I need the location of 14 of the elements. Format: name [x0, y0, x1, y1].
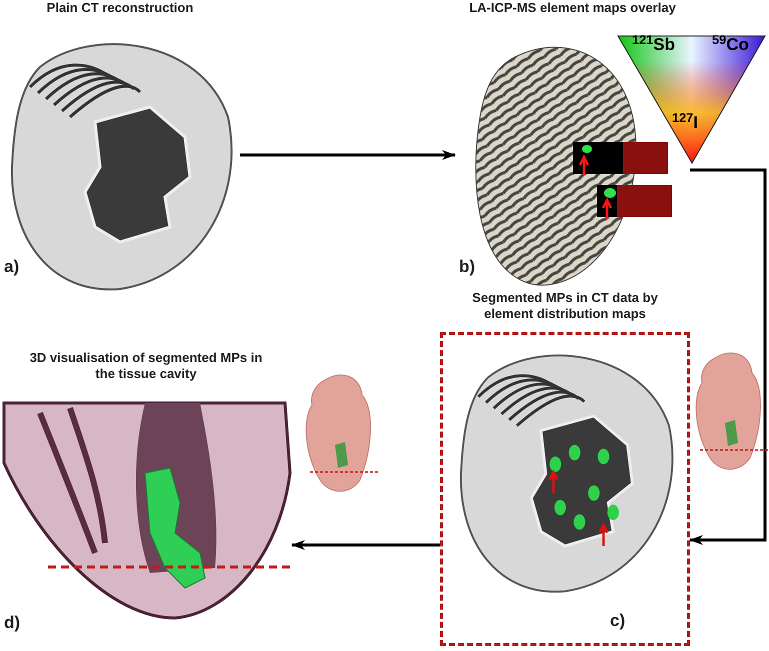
panel-title: Segmented MPs in CT data by element distribution maps	[471, 290, 659, 322]
element-label: $^{121}$Sb	[632, 36, 676, 53]
element-label: $^{127}$I	[672, 114, 698, 131]
arrow	[240, 150, 456, 160]
panel-letter: c)	[610, 612, 626, 629]
panel-letter: d)	[4, 614, 20, 631]
panel-letter: b)	[459, 258, 476, 275]
panel-title: Plain CT reconstruction	[46, 0, 194, 16]
panel-letter: a)	[4, 258, 20, 275]
panel-title: LA-ICP-MS element maps overlay	[469, 0, 676, 16]
panel-title: 3D visualisation of segmented MPs in the tissue cavity	[28, 350, 264, 382]
arrow	[291, 540, 440, 550]
element-label: $^{59}$Co	[712, 36, 749, 53]
arrow	[689, 168, 766, 545]
